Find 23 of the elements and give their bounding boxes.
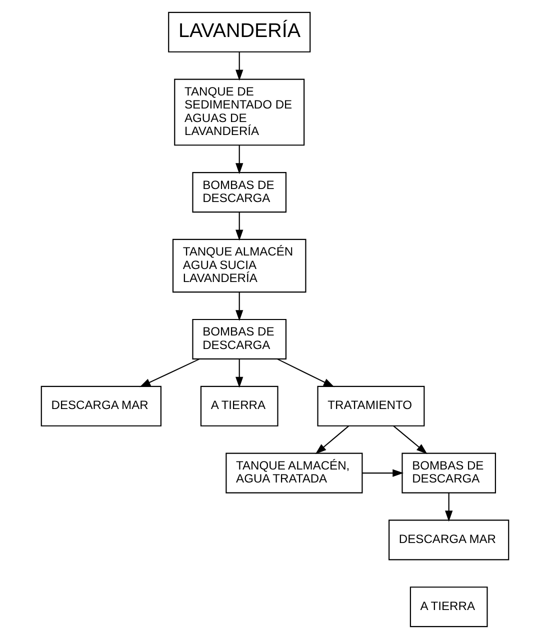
arrow (140, 358, 200, 388)
node-box: TRATAMIENTO (317, 386, 425, 426)
node-box: BOMBAS DE DESCARGA (402, 452, 496, 494)
node-box: A TIERRA (410, 586, 488, 628)
arrow (445, 492, 453, 522)
arrow (277, 358, 334, 388)
node-box: TANQUE ALMACÉN, AGUA TRATADA (226, 452, 363, 494)
node-box: A TIERRA (200, 386, 278, 426)
arrow (236, 145, 244, 174)
node-box: BOMBAS DE DESCARGA (192, 172, 287, 213)
arrow (315, 426, 350, 454)
arrow (236, 52, 244, 81)
node-box: DESCARGA MAR (388, 520, 510, 560)
arrow (236, 292, 244, 322)
node-box: TANQUE ALMACÉN AGUA SUCIA LAVANDERÍA (172, 238, 306, 293)
arrow (393, 426, 428, 454)
node-box: LAVANDERÍA (168, 12, 311, 52)
node-box: TANQUE DE SEDIMENTADO DE AGUAS DE LAVANDERÍA (174, 78, 305, 146)
node-box: DESCARGA MAR (40, 386, 162, 426)
arrow (236, 212, 244, 241)
arrow (236, 359, 244, 388)
node-box: BOMBAS DE DESCARGA (192, 318, 287, 360)
arrow (362, 469, 404, 477)
